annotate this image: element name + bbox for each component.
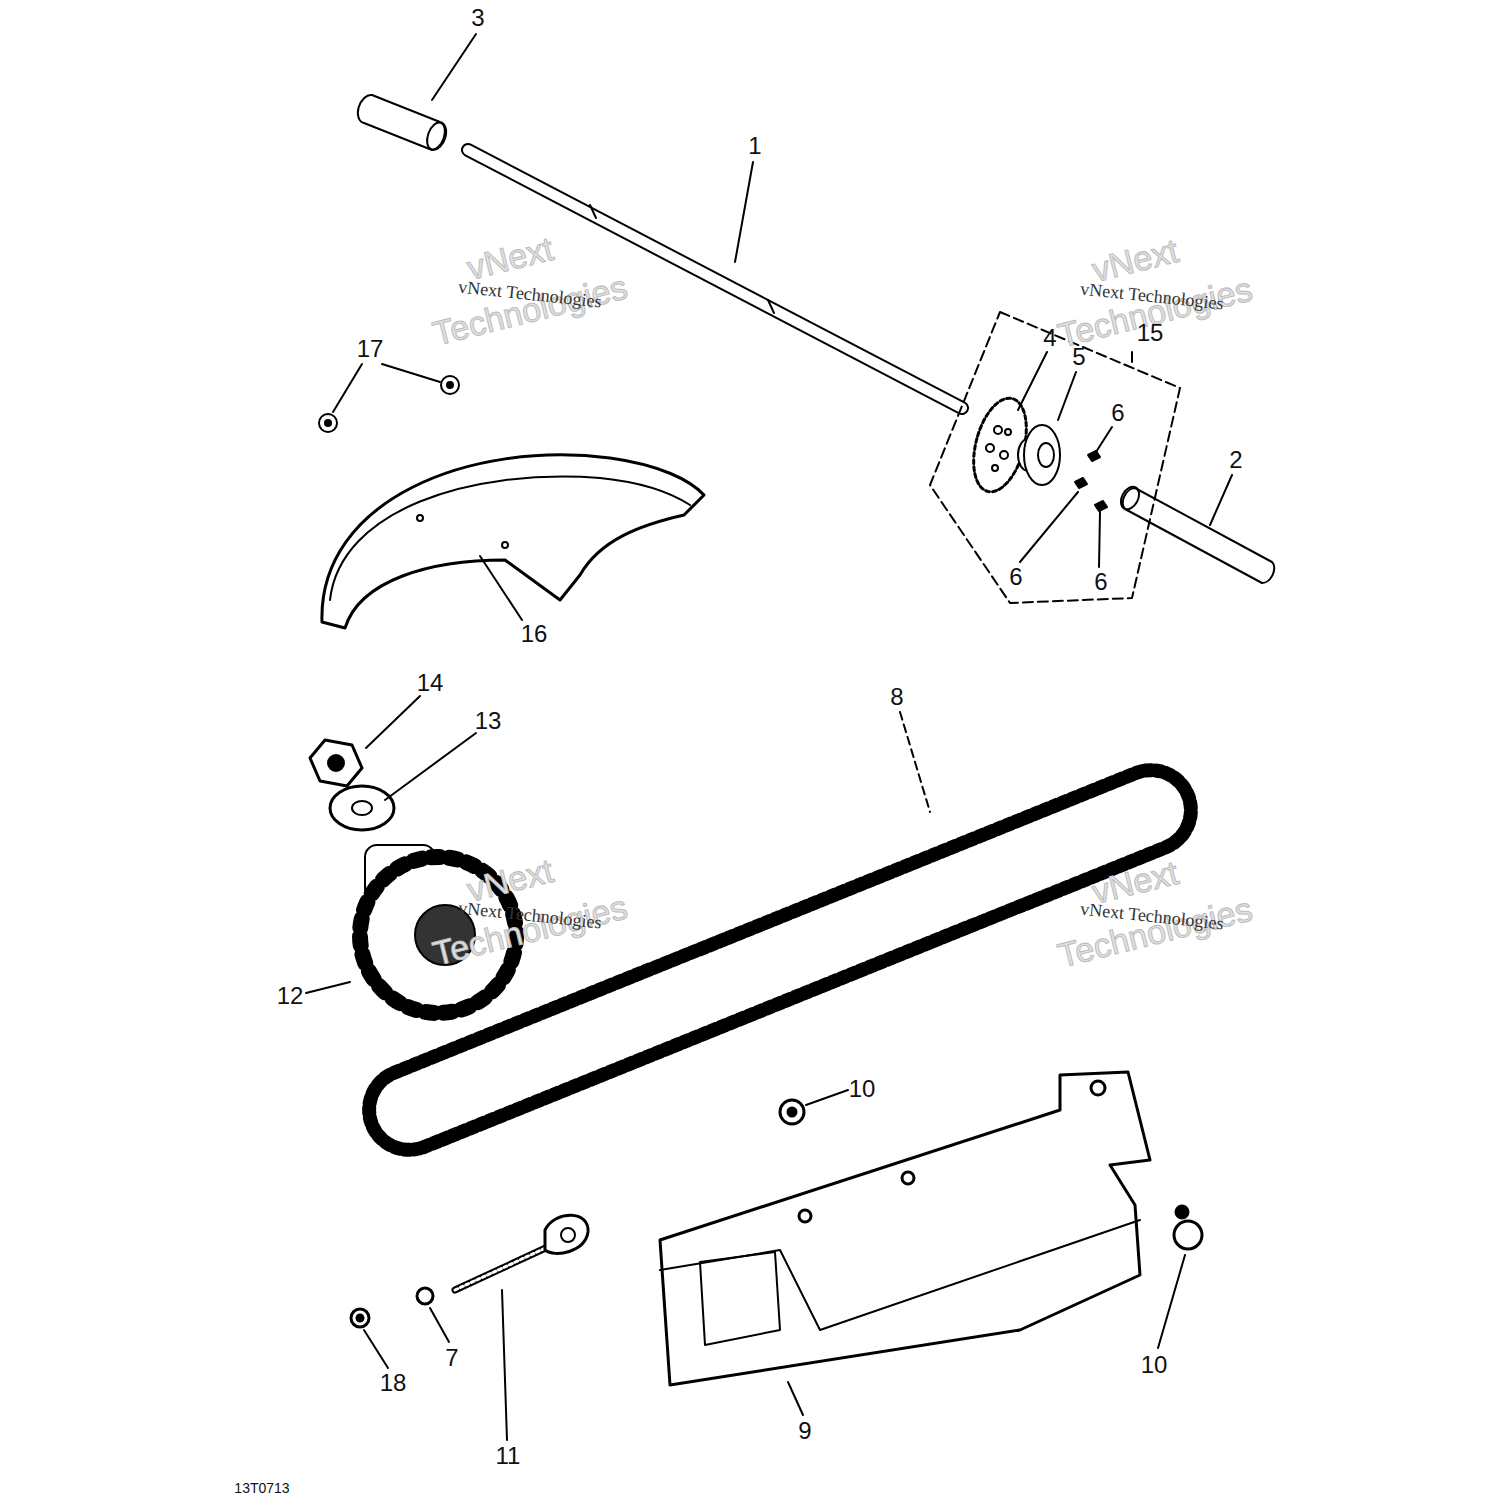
chain-guard: [322, 455, 704, 628]
bushing-tube: [1117, 484, 1274, 583]
callout-number: 6: [1111, 401, 1124, 425]
hex-nut: [310, 740, 362, 786]
callout-number: 4: [1043, 326, 1056, 350]
flange-nut: [319, 376, 459, 432]
callout-number: 6: [1094, 570, 1107, 594]
callout-number: 14: [417, 671, 444, 695]
callout-number: 6: [1009, 565, 1022, 589]
bushing-tube: [358, 95, 448, 152]
callout-number: 13: [475, 709, 502, 733]
callout-number: 2: [1229, 448, 1242, 472]
washer: [330, 786, 394, 830]
hub: [1018, 425, 1060, 485]
callout-number: 15: [1137, 321, 1164, 345]
callout-number: 10: [1141, 1353, 1168, 1377]
figure-code: 13T0713: [234, 1481, 289, 1495]
flange-nut: [780, 1100, 1202, 1249]
callout-number: 8: [890, 685, 903, 709]
callout-number: 5: [1072, 345, 1085, 369]
eye-bolt: [455, 1215, 588, 1290]
callout-number: 12: [277, 984, 304, 1008]
callout-number: 17: [357, 337, 384, 361]
leader-line: [306, 34, 1232, 1440]
callout-number: 16: [521, 622, 548, 646]
watermark: vNext: [1089, 233, 1182, 287]
callout-number: 1: [748, 134, 761, 158]
callout-number: 7: [445, 1346, 458, 1370]
callout-number: 11: [496, 1444, 521, 1468]
callout-number: 18: [380, 1371, 407, 1395]
callout-number: 10: [849, 1077, 876, 1101]
callout-number: 9: [798, 1419, 811, 1443]
watermark: vNext: [464, 231, 557, 285]
chain-guard-lower: [660, 1072, 1150, 1385]
callout-number: 3: [471, 6, 484, 30]
hex-nut: [351, 1288, 433, 1327]
screw: [1075, 451, 1107, 511]
kit-bracket: [930, 312, 1180, 603]
axle-shaft: [468, 150, 962, 408]
